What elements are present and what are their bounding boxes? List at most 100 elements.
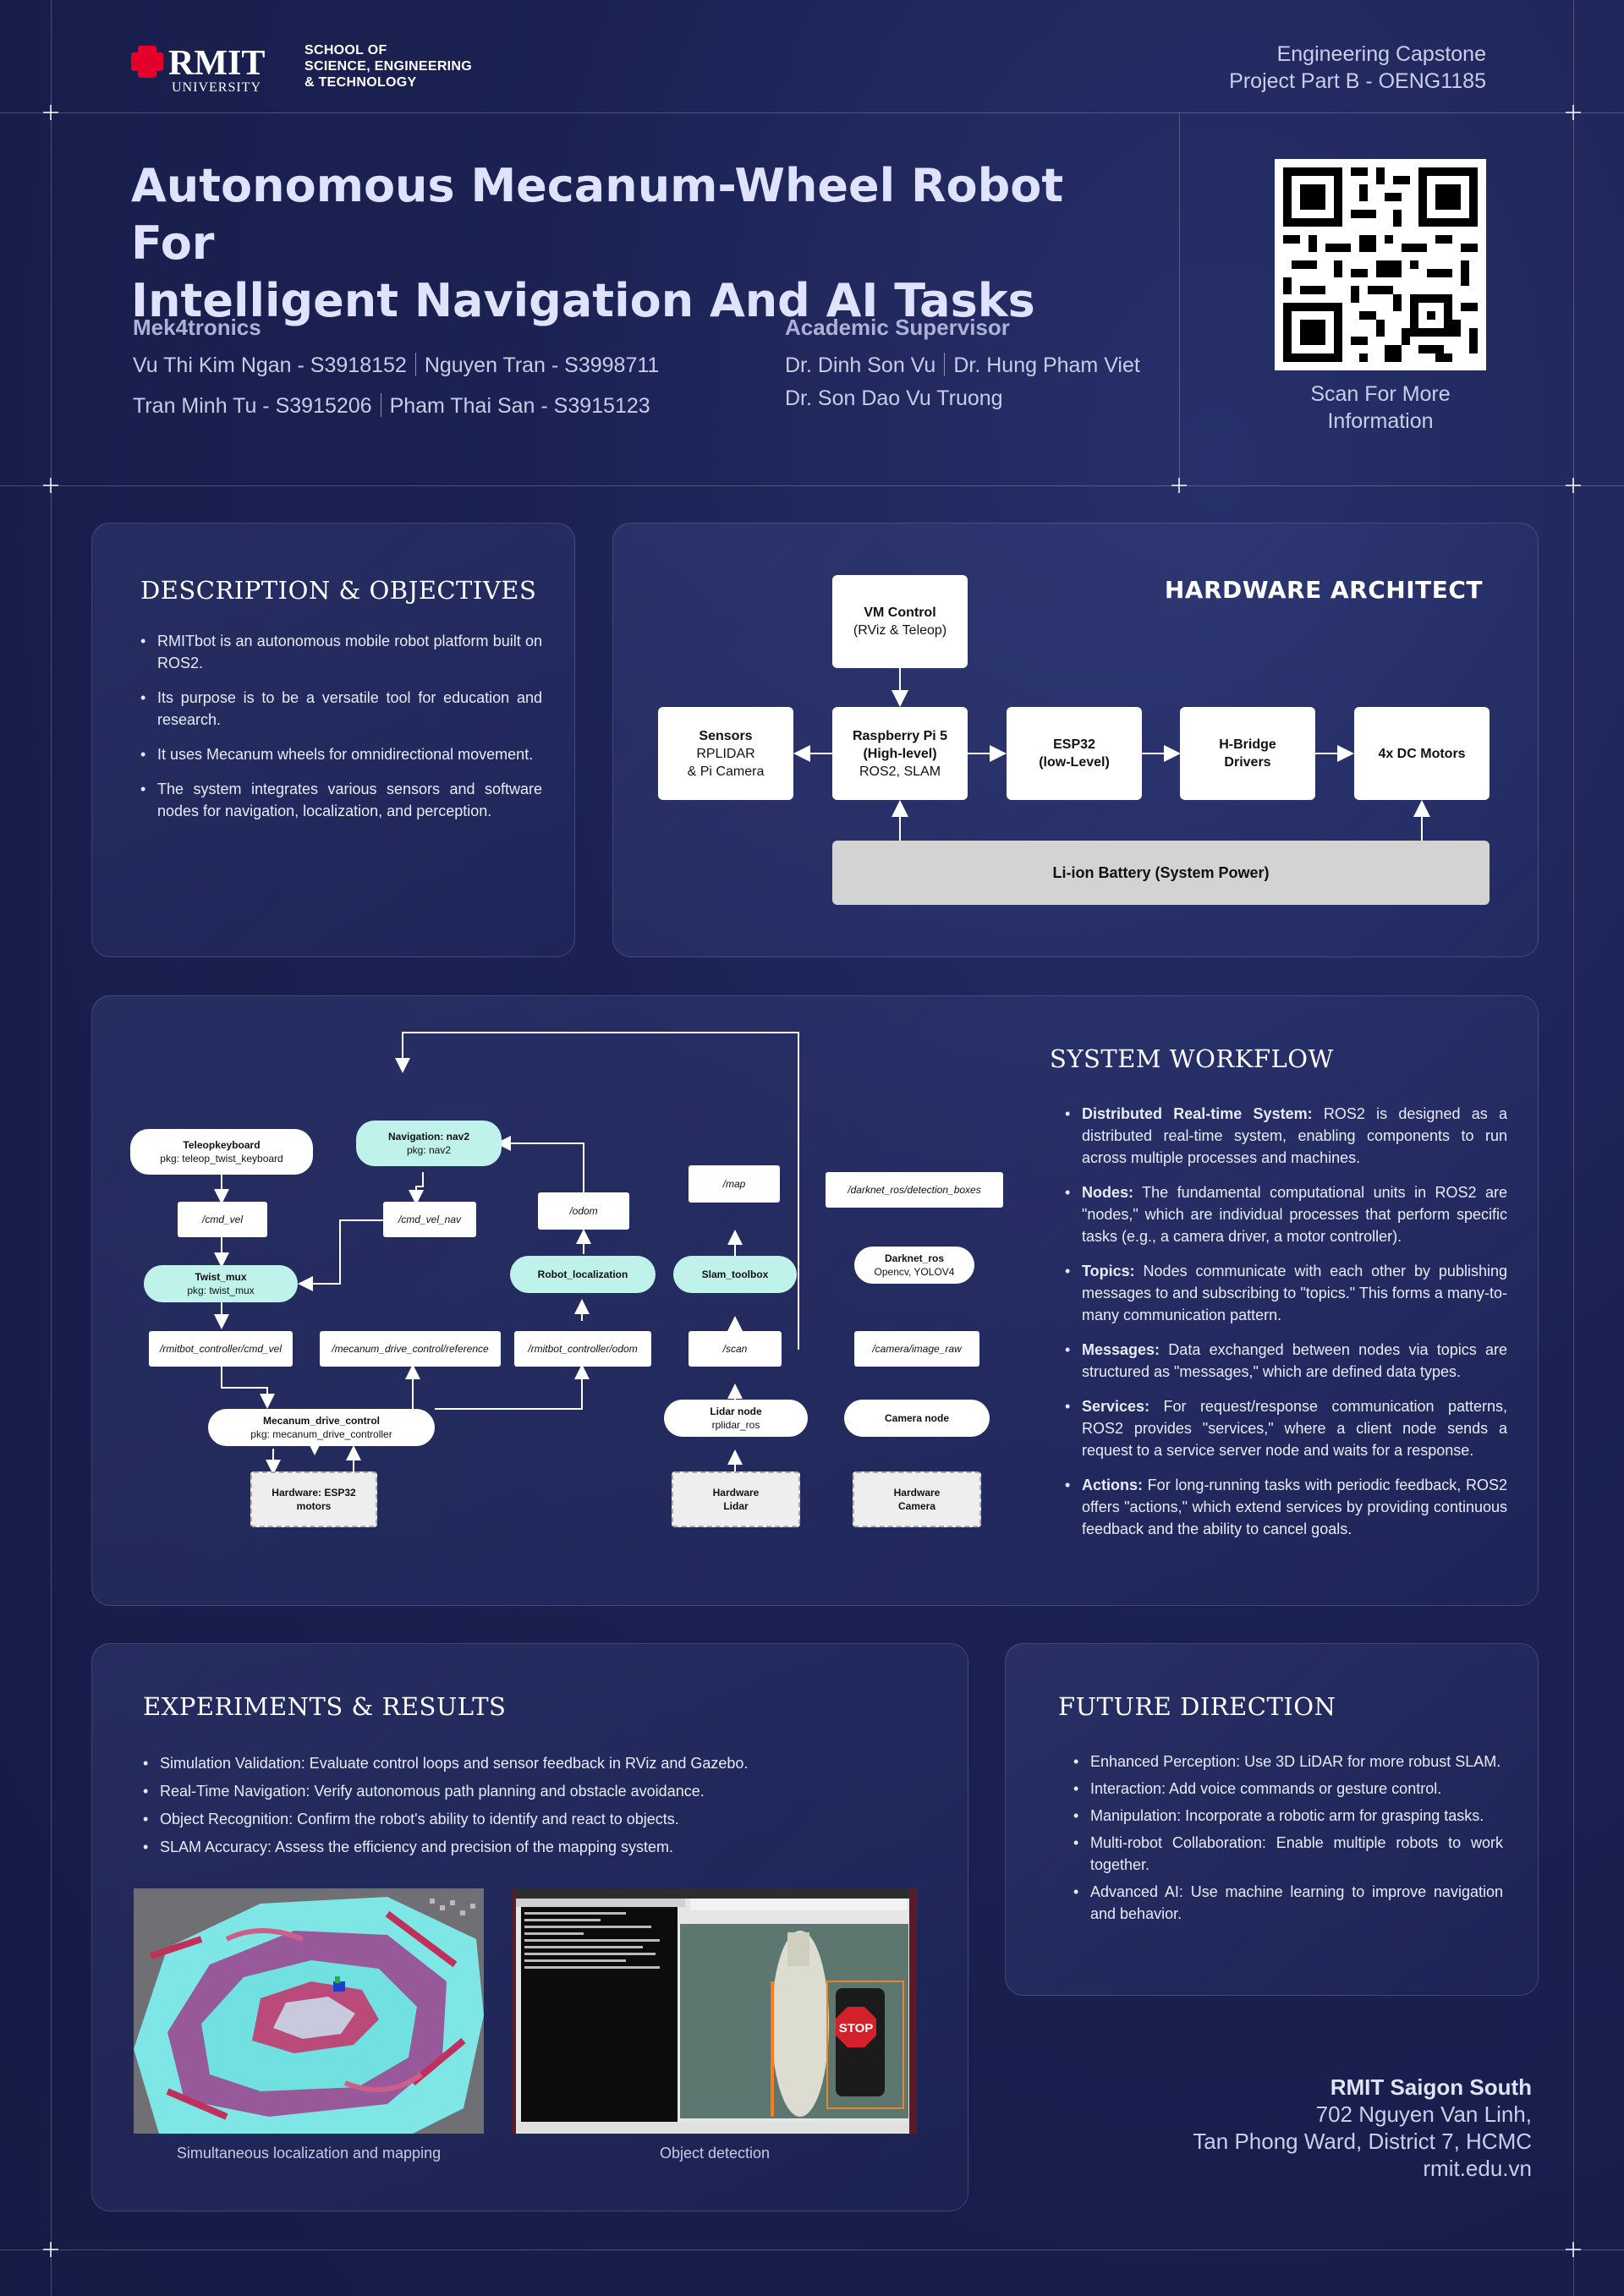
mecanum-control-node: Mecanum_drive_control pkg: mecanum_drive…: [208, 1409, 435, 1446]
term: Services:: [1082, 1398, 1150, 1415]
school-line: SCIENCE, ENGINEERING: [304, 59, 473, 74]
supervisor-row: Dr. Dinh Son Vu Dr. Hung Pham Viet: [785, 353, 1140, 378]
topic-odom: /odom: [538, 1192, 629, 1230]
member-name: Tran Minh Tu - S3915206: [133, 394, 372, 418]
term: Messages:: [1082, 1341, 1160, 1358]
address-line: 702 Nguyen Van Linh,: [1315, 2101, 1532, 2127]
battery-box: Li-ion Battery (System Power): [832, 841, 1490, 905]
hardware-arrows: [793, 668, 1430, 841]
node-pkg: pkg: nav2: [406, 1144, 452, 1156]
hbridge-box: H-Bridge Drivers: [1180, 707, 1315, 800]
description-heading: DESCRIPTION & OBJECTIVES: [140, 576, 537, 605]
node-title: Twist_mux: [195, 1271, 247, 1283]
future-list: Enhanced Perception: Use 3D LiDAR for mo…: [1073, 1751, 1503, 1925]
title-line: Intelligent Navigation And AI Tasks: [131, 274, 1035, 327]
node-title: Hardware: ESP32: [272, 1487, 356, 1499]
vm-control-box: VM Control (RViz & Teleop): [832, 575, 968, 668]
school-line: & TECHNOLOGY: [304, 75, 417, 90]
term: Nodes:: [1082, 1184, 1134, 1201]
term: Actions:: [1082, 1477, 1143, 1493]
topic-cmd-vel: /cmd_vel: [178, 1202, 267, 1237]
crosshair-mark: [1566, 2242, 1581, 2257]
topic-cmd-vel-nav: /cmd_vel_nav: [383, 1202, 476, 1237]
box-title: 4x DC Motors: [1378, 746, 1466, 761]
course-line: Engineering Capstone: [1276, 42, 1486, 66]
member-name: Nguyen Tran - S3998711: [424, 353, 660, 377]
esp32-box: ESP32 (low-Level): [1007, 707, 1142, 800]
box-sub: RPLIDAR: [696, 746, 755, 761]
nav2-node: Navigation: nav2 pkg: nav2: [356, 1121, 502, 1166]
node-pkg: rplidar_ros: [711, 1419, 760, 1431]
robot-localization-node: Robot_localization: [510, 1256, 656, 1293]
node-title: Lidar: [723, 1500, 749, 1512]
member-name: Pham Thai San - S3915123: [389, 394, 650, 418]
box-title: (High-level): [863, 746, 937, 761]
node-pkg: pkg: mecanum_drive_controller: [250, 1428, 392, 1440]
hardware-lidar-node: Hardware Lidar: [672, 1471, 800, 1527]
qr-caption-line: Scan For More: [1310, 382, 1451, 406]
team-heading: Mek4tronics: [133, 315, 261, 340]
experiments-list: Simulation Validation: Evaluate control …: [143, 1750, 955, 1861]
supervisor-name: Dr. Son Dao Vu Truong: [785, 386, 1003, 410]
qr-code[interactable]: [1275, 159, 1486, 370]
school-name: SCHOOL OF SCIENCE, ENGINEERING & TECHNOL…: [304, 42, 472, 90]
hardware-esp32-node: Hardware: ESP32 motors: [250, 1471, 377, 1527]
team-row: Tran Minh Tu - S3915206 Pham Thai San - S…: [133, 393, 650, 419]
member-name: Vu Thi Kim Ngan - S3918152: [133, 353, 407, 377]
node-title: Hardware: [712, 1487, 760, 1499]
list-item: Messages: Data exchanged between nodes v…: [1065, 1339, 1507, 1383]
node-title: Camera node: [884, 1412, 950, 1424]
topic-rmitbot-odom: /rmitbot_controller/odom: [514, 1331, 651, 1367]
crosshair-mark: [43, 105, 58, 120]
node-title: Camera: [897, 1500, 936, 1512]
node-title: Slam_toolbox: [701, 1269, 769, 1280]
grid-line: [51, 0, 52, 2296]
supervisor-row: Dr. Son Dao Vu Truong: [785, 386, 1003, 411]
node-title: Navigation: nav2: [387, 1131, 470, 1143]
topic-mecanum-reference: /mecanum_drive_control/reference: [320, 1331, 501, 1367]
campus-address: RMIT Saigon South 702 Nguyen Van Linh, T…: [1193, 2074, 1532, 2182]
term-text: For long-running tasks with periodic fee…: [1082, 1477, 1507, 1537]
supervisor-name: Dr. Hung Pham Viet: [953, 353, 1140, 377]
supervisor-name: Dr. Dinh Son Vu: [785, 353, 936, 377]
node-title: Darknet_ros: [884, 1252, 945, 1264]
node-pkg: pkg: teleop_twist_keyboard: [160, 1153, 283, 1164]
qr-caption: Scan For More Information: [1254, 381, 1507, 435]
slam-map-image: [134, 1888, 484, 2134]
hardware-heading: HARDWARE ARCHITECT: [1164, 576, 1483, 604]
node-title: Hardware: [893, 1487, 941, 1499]
node-pkg: Opencv, YOLOV4: [874, 1266, 955, 1278]
list-item: Real-Time Navigation: Verify autonomous …: [143, 1778, 955, 1806]
list-item: SLAM Accuracy: Assess the efficiency and…: [143, 1833, 955, 1861]
topic-detection-boxes: /darknet_ros/detection_boxes: [826, 1172, 1003, 1208]
crosshair-mark: [1171, 478, 1187, 493]
address-line: Tan Phong Ward, District 7, HCMC: [1193, 2129, 1532, 2154]
teleop-node: Teleopkeyboard pkg: teleop_twist_keyboar…: [130, 1129, 313, 1175]
list-item: Multi-robot Collaboration: Enable multip…: [1073, 1832, 1503, 1876]
grid-line: [0, 2249, 1624, 2250]
term: Distributed Real-time System:: [1082, 1105, 1313, 1122]
stop-sign-text: STOP: [839, 2021, 874, 2036]
node-title: Robot_localization: [537, 1269, 628, 1280]
list-item: Topics: Nodes communicate with each othe…: [1065, 1260, 1507, 1326]
grid-line: [0, 485, 1624, 486]
list-item: Nodes: The fundamental computational uni…: [1065, 1181, 1507, 1247]
box-sub: & Pi Camera: [687, 764, 765, 779]
term: Topics:: [1082, 1263, 1135, 1280]
darknet-node: Darknet_ros Opencv, YOLOV4: [854, 1247, 974, 1284]
list-item: Services: For request/response communica…: [1065, 1395, 1507, 1461]
box-title: ESP32: [1053, 737, 1095, 752]
node-title: Teleopkeyboard: [183, 1139, 261, 1151]
course-code: Project Part B - OENG1185: [1229, 69, 1486, 93]
list-item: Actions: For long-running tasks with per…: [1065, 1474, 1507, 1540]
logo-subtext: UNIVERSITY: [172, 80, 261, 95]
list-item: Simulation Validation: Evaluate control …: [143, 1750, 955, 1778]
crosshair-mark: [1566, 105, 1581, 120]
term-text: Nodes communicate with each other by pub…: [1082, 1263, 1507, 1323]
team-row: Vu Thi Kim Ngan - S3918152 Nguyen Tran - …: [133, 353, 659, 378]
object-detection-image: STOP: [513, 1888, 917, 2134]
course-info: Engineering Capstone Project Part B - OE…: [1229, 41, 1486, 95]
crosshair-mark: [43, 478, 58, 493]
term-text: Data exchanged between nodes via topics …: [1082, 1341, 1507, 1380]
website-link[interactable]: rmit.edu.vn: [1423, 2156, 1532, 2181]
